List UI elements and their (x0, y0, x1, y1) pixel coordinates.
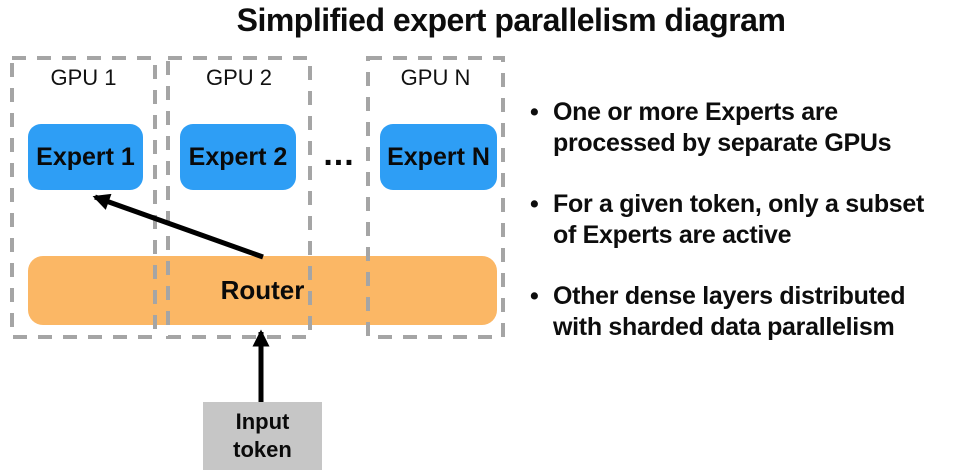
input-token-label-line1: Input (235, 409, 290, 434)
bullet-2-line-2: of Experts are active (553, 221, 792, 249)
page-title: Simplified expert parallelism diagram (236, 2, 786, 38)
expert-n-box: Expert N (380, 124, 497, 190)
bullet-3-line-2: with sharded data parallelism (553, 313, 895, 341)
input-token-box: Input token (203, 402, 322, 470)
bullet-item-1: • One or more Experts are processed by s… (530, 97, 960, 159)
bullet-list: • One or more Experts are processed by s… (530, 97, 960, 343)
bullet-3-line-1: Other dense layers distributed (553, 282, 906, 310)
bullet-1-line-2: processed by separate GPUs (553, 129, 892, 157)
expert-1-box: Expert 1 (28, 124, 143, 190)
router-label: Router (220, 275, 305, 305)
gpu-2-label: GPU 2 (205, 65, 273, 90)
gpu-1-label: GPU 1 (50, 65, 117, 90)
bullet-item-2: • For a given token, only a subset of Ex… (530, 189, 960, 251)
bullet-item-3: • Other dense layers distributed with sh… (530, 281, 960, 343)
bullet-dot: • (530, 190, 539, 218)
bullet-dot: • (530, 282, 539, 310)
router-to-expert1-arrow (92, 193, 264, 260)
expert-2-box: Expert 2 (180, 124, 296, 190)
bullet-1-line-1: One or more Experts are (553, 98, 838, 126)
bullet-dot: • (530, 98, 539, 126)
ellipsis-dots: ... (323, 135, 355, 173)
gpu-n-label: GPU N (400, 65, 471, 90)
bullet-2-line-1: For a given token, only a subset (553, 190, 925, 218)
router-box: Router (28, 256, 497, 325)
input-token-label-line2: token (233, 437, 292, 462)
